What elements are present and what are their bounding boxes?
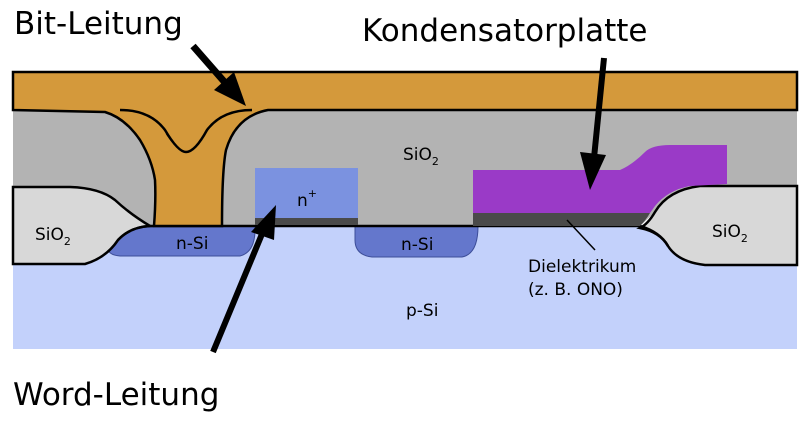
dielectric-pointer-line <box>566 219 596 251</box>
sio2-left-label: SiO2 <box>35 225 71 248</box>
dielectric-note-label: (z. B. ONO) <box>528 280 623 300</box>
n-plus-label: n+ <box>297 187 317 211</box>
gate-oxide-layer <box>255 218 358 225</box>
capacitor-plate-shape <box>473 145 727 213</box>
dielectric-label: Dielektrikum <box>528 257 636 277</box>
substrate-surface-line <box>117 224 670 247</box>
n-si-middle-region <box>354 225 479 258</box>
sio2-field-oxide-right <box>636 184 799 267</box>
n-si-middle-label: n-Si <box>401 235 433 255</box>
word-line-arrow <box>210 205 276 354</box>
capacitor-plate-arrow <box>580 57 607 190</box>
bit-line-contact-notch <box>119 108 253 154</box>
sio2-top-label: SiO2 <box>403 145 439 168</box>
n-si-left-label: n-Si <box>176 234 208 254</box>
bit-line-label: Bit-Leitung <box>14 6 183 42</box>
capacitor-dielectric-layer <box>473 213 650 226</box>
sio2-right-label: SiO2 <box>712 222 748 245</box>
p-si-label: p-Si <box>406 301 438 321</box>
bit-line-arrow <box>190 43 246 106</box>
capacitor-plate-label: Kondensatorplatte <box>362 13 647 49</box>
word-line-label: Word-Leitung <box>13 377 219 413</box>
